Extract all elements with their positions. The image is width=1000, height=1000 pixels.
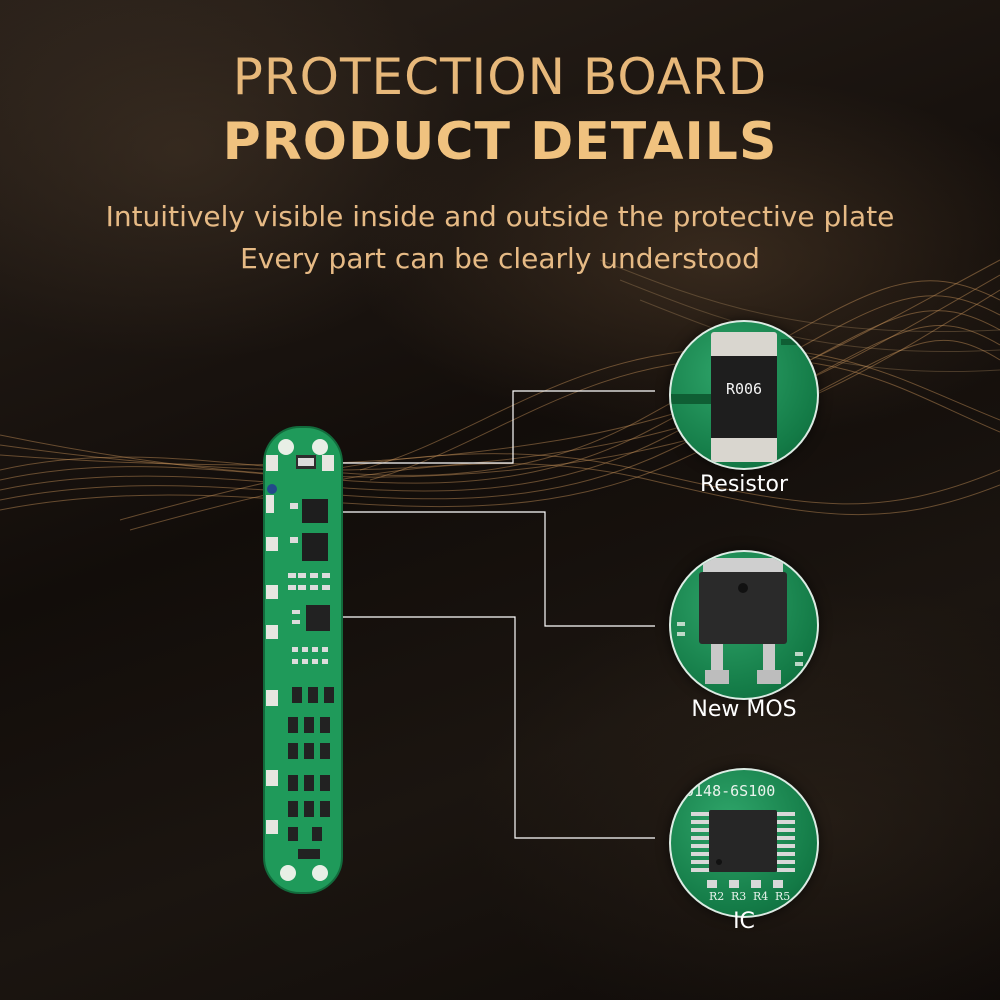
protection-board-image: [263, 426, 343, 894]
mos-caption: New MOS: [691, 697, 797, 722]
ic-ref-label: R3: [731, 890, 747, 903]
subtitle-line-1: Intuitively visible inside and outside t…: [105, 200, 895, 233]
ic-ref-label: R4: [753, 890, 769, 903]
ic-marking: 0148-6S100: [685, 782, 776, 800]
resistor-leader-line: [340, 390, 655, 464]
ic-ref-label: R5: [775, 890, 791, 903]
page-title-line-2: PRODUCT DETAILS: [222, 112, 778, 172]
subtitle-line-2: Every part can be clearly understood: [240, 242, 760, 275]
resistor-marking: R006: [725, 380, 763, 398]
mos-zoom-circle: [669, 550, 819, 700]
page-title-line-1: PROTECTION BOARD: [232, 48, 768, 106]
ic-zoom-circle: 0148-6S100 R2 R3 R4 R5: [669, 768, 819, 918]
resistor-caption: Resistor: [700, 472, 788, 497]
resistor-zoom-circle: R006: [669, 320, 819, 470]
ic-ref-label: R2: [709, 890, 725, 903]
ic-caption: IC: [733, 909, 755, 934]
mos-leader-line: [340, 511, 655, 627]
ic-leader-line: [340, 616, 655, 839]
